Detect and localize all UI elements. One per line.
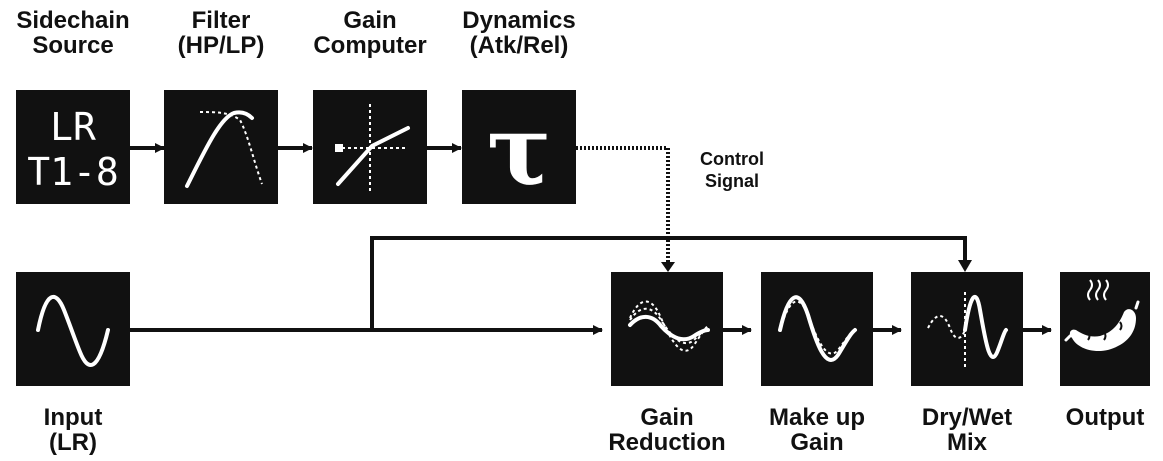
sausage-icon [1064, 279, 1140, 352]
transfer-curve-icon [335, 104, 410, 192]
input-block [16, 272, 130, 386]
dry-wet-mix-block [911, 272, 1023, 386]
sidechain-source-text-1: LR [50, 105, 96, 149]
control-signal-line [576, 146, 670, 268]
filter-label: Filter (HP/LP) [177, 7, 265, 59]
dynamics-label: Dynamics (Atk/Rel) [462, 7, 576, 59]
output-label: Output [1065, 404, 1145, 431]
gain-computer-label: Gain Computer [313, 7, 427, 59]
input-label: Input (LR) [43, 404, 103, 456]
filter-curve-icon [185, 110, 263, 188]
dynamics-block: τ [462, 90, 576, 207]
sidechain-source-text-2: T1-8 [27, 150, 119, 194]
dry-bypass-arrowhead [958, 260, 972, 272]
tau-icon: τ [487, 94, 552, 207]
control-signal-arrowhead [661, 262, 675, 272]
gain-reduction-label: Gain Reduction [608, 404, 726, 456]
makeup-gain-block [761, 272, 873, 386]
gain-computer-block [313, 90, 427, 204]
sidechain-source-label: Sidechain Source [16, 7, 130, 59]
makeup-gain-wave-icon [778, 295, 857, 362]
gain-reduction-wave-icon [628, 300, 710, 352]
output-block [1060, 272, 1150, 386]
dry-bypass-line [370, 236, 967, 330]
sidechain-source-block: LR T1-8 [16, 90, 130, 204]
control-signal-label: Control Signal [700, 149, 764, 191]
dry-wet-wave-icon [927, 292, 1008, 368]
filter-block [164, 90, 278, 204]
sine-wave-icon [36, 294, 110, 367]
makeup-gain-label: Make up Gain [768, 404, 866, 456]
gain-reduction-block [611, 272, 723, 386]
dry-wet-mix-label: Dry/Wet Mix [921, 404, 1013, 456]
